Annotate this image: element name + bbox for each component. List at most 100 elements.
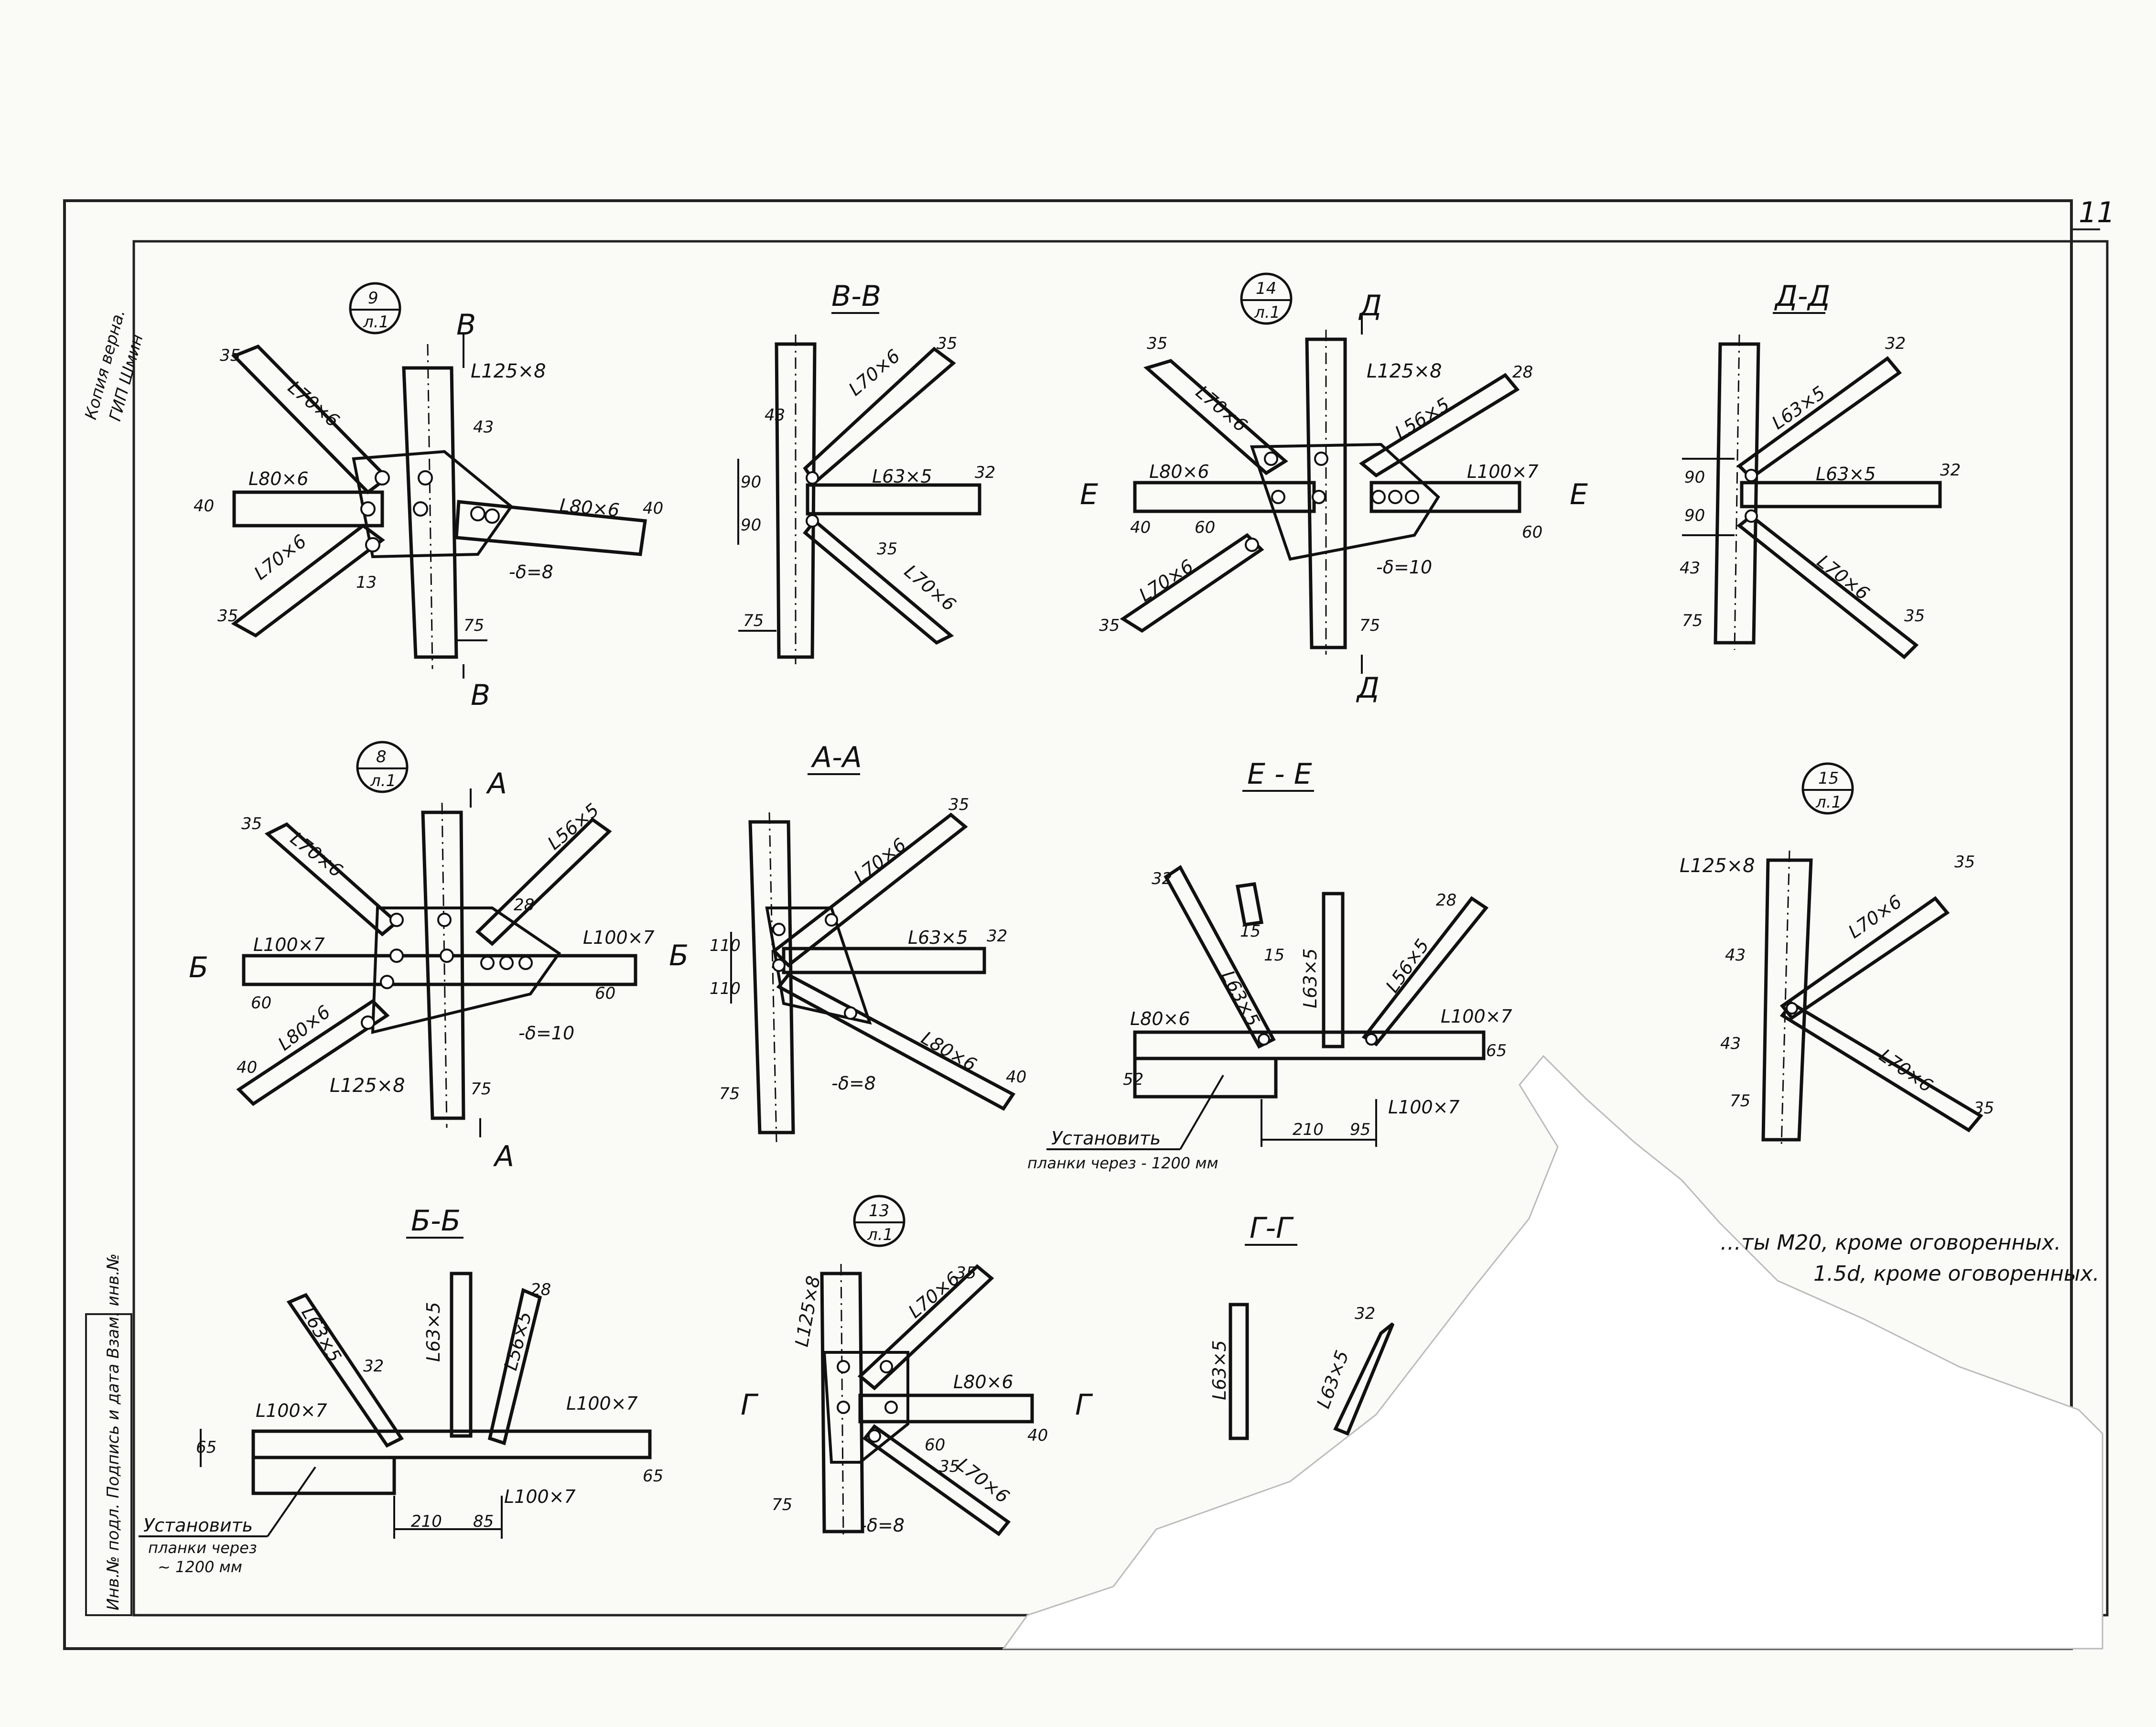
node-13-70x6-bot: L70×6 [953, 1454, 1013, 1507]
section-dd-dim-75: 75 [1682, 611, 1703, 630]
node-9-label-80x6-right: L80×6 [559, 495, 620, 521]
node-8-dim-60b: 60 [595, 984, 615, 1003]
section-bb-dim-32: 32 [363, 1357, 384, 1376]
section-dd-dim-32a: 32 [1885, 334, 1906, 353]
section-bb-planks-b: ~ 1200 мм [158, 1558, 242, 1576]
section-aa-dim-110b: 110 [710, 979, 741, 998]
side-strip-text: Инв.№ подл. Подпись и дата Взам. инв.№ [104, 1253, 123, 1610]
section-ee-80x6: L80×6 [1130, 1008, 1190, 1029]
section-aa: А-А L70×6 L63×5 L80×6 -δ=8 35 32 110 110… [710, 741, 1026, 1143]
node-9-number: 9 [368, 289, 378, 308]
node-13-cut-right: Г [1075, 1388, 1093, 1422]
node-8-100x7-left: L100×7 [253, 934, 325, 955]
node-14-dim-35a: 35 [1147, 334, 1167, 353]
node-8-70x6: L70×6 [286, 828, 346, 881]
section-dd-dim-32b: 32 [1940, 461, 1961, 480]
node-15-dim-75: 75 [1730, 1091, 1750, 1111]
node-8-diagram: 8 л.1 А А Б Б L70×6 L56×5 L100×7 L100×7 … [189, 741, 689, 1173]
node-9-sheet: л.1 [363, 313, 389, 332]
node-8-marker: 8 л.1 [356, 741, 409, 793]
node-9-label-80x6-left: L80×6 [248, 468, 309, 489]
section-vv-70x6-top: L70×6 [845, 345, 904, 399]
section-aa-title: А-А [810, 741, 862, 774]
note-holes: 1.5d, кроме оговоренных. [1813, 1262, 2100, 1286]
node-14-cut-top: Д [1358, 289, 1382, 323]
node-8-number: 8 [376, 747, 387, 766]
node-8-plate: -δ=10 [518, 1023, 574, 1044]
node-9-label-70x6-bot: L70×6 [250, 530, 310, 584]
node-8-100x7-right: L100×7 [583, 927, 655, 948]
node-13-dim-35a: 35 [956, 1263, 976, 1283]
node-15-dim-35b: 35 [1973, 1099, 1994, 1118]
section-ee-install: Установить [1051, 1128, 1161, 1149]
section-bb-dim-85: 85 [473, 1512, 494, 1531]
section-aa-63x5: L63×5 [908, 927, 968, 948]
section-ee-title: Е - Е [1247, 757, 1312, 791]
node-9-dim-75: 75 [464, 616, 484, 635]
node-14-dim-60b: 60 [1522, 523, 1542, 542]
section-dd-dim-35: 35 [1904, 606, 1925, 626]
section-bb: Б-Б L63×5 L63×5 L56×5 L100×7 L100×7 L100… [139, 1204, 663, 1576]
node-13-marker: 13 л.1 [853, 1195, 906, 1247]
node-14-cut-right: Е [1570, 478, 1588, 511]
node-15-marker: 15 л.1 [1801, 762, 1854, 815]
section-vv-dim-90a: 90 [741, 473, 761, 492]
section-ee: Е - Е L80×6 L63×5 L63×5 L56×5 L100×7 L10… [1027, 757, 1512, 1172]
node-15-diagram: 15 л.1 L125×8 L70×6 L70×6 35 35 43 43 75 [1680, 762, 1994, 1147]
node-15-125x8: L125×8 [1680, 855, 1755, 877]
section-aa-plate: -δ=8 [831, 1073, 876, 1094]
section-bb-100x7c: L100×7 [504, 1486, 576, 1507]
section-bb-install: Установить [143, 1515, 253, 1536]
node-9-dim-40r: 40 [643, 499, 663, 518]
node-9-cut-top: В [456, 308, 476, 342]
node-8-dim-40: 40 [237, 1058, 257, 1077]
node-9-dim-35b: 35 [217, 606, 238, 626]
section-ee-dim-52: 52 [1123, 1070, 1143, 1089]
section-ee-100x7b: L100×7 [1388, 1097, 1460, 1118]
section-ee-dim-32: 32 [1152, 869, 1172, 888]
node-14-diagram: 14 л.1 Д Д Е Е L125×8 L70×6 L56×5 L80×6 … [1080, 272, 1588, 705]
section-vv-title: В-В [831, 280, 881, 313]
section-vv-dim-43: 43 [765, 406, 785, 425]
section-dd-dim-90b: 90 [1684, 506, 1705, 525]
node-14-dim-75: 75 [1359, 616, 1380, 635]
section-vv-63x5: L63×5 [872, 466, 932, 487]
node-14-plate: -δ=10 [1376, 557, 1432, 578]
node-14-sheet: л.1 [1254, 303, 1280, 322]
section-ee-dim-95: 95 [1350, 1120, 1370, 1139]
node-15-dim-43a: 43 [1725, 946, 1746, 965]
node-9-label-70x6-top: L70×6 [284, 377, 343, 431]
section-bb-63x5a: L63×5 [297, 1304, 345, 1366]
section-bb-dim-65b: 65 [643, 1467, 663, 1486]
section-bb-63x5b: L63×5 [423, 1302, 444, 1362]
section-gg: Г-Г L63×5 L63×5 32 [1209, 1211, 1395, 1440]
torn-page-area [1002, 1055, 2103, 1650]
section-dd-dim-43: 43 [1680, 559, 1700, 578]
node-15-dim-43b: 43 [1720, 1034, 1741, 1053]
section-bb-dim-210: 210 [411, 1512, 442, 1531]
node-13-dim-40: 40 [1027, 1426, 1048, 1445]
node-15-70x6-bot: L70×6 [1876, 1045, 1937, 1096]
node-13-diagram: 13 л.1 Г Г L125×8 L70×6 L80×6 L70×6 -δ=8… [741, 1195, 1093, 1539]
node-8-dim-35: 35 [241, 814, 262, 833]
section-aa-70x6: L70×6 [850, 834, 910, 887]
node-9-dim-13: 13 [356, 573, 377, 592]
side-title-strip: Инв.№ подл. Подпись и дата Взам. инв.№ [85, 1253, 132, 1616]
node-13-number: 13 [869, 1201, 889, 1220]
node-14-125x8: L125×8 [1367, 360, 1442, 382]
section-bb-dim-65a: 65 [196, 1438, 216, 1457]
node-14-70x6-top: L70×6 [1192, 381, 1251, 436]
section-aa-dim-35: 35 [949, 795, 969, 814]
node-14-80x6: L80×6 [1149, 461, 1209, 482]
node-14-dim-60a: 60 [1195, 518, 1215, 537]
section-ee-56x5: L56×5 [1381, 935, 1433, 996]
section-ee-63x5b: L63×5 [1300, 948, 1321, 1008]
section-ee-dim-65: 65 [1486, 1041, 1507, 1060]
node-13-dim-35b: 35 [939, 1457, 959, 1476]
node-15-number: 15 [1818, 769, 1839, 788]
node-13-sheet: л.1 [867, 1225, 893, 1244]
node-8-cut-top: А [485, 767, 507, 800]
section-ee-dim-15a: 15 [1240, 922, 1261, 941]
section-vv: В-В L70×6 L63×5 L70×6 35 35 32 90 90 43 … [737, 280, 995, 664]
